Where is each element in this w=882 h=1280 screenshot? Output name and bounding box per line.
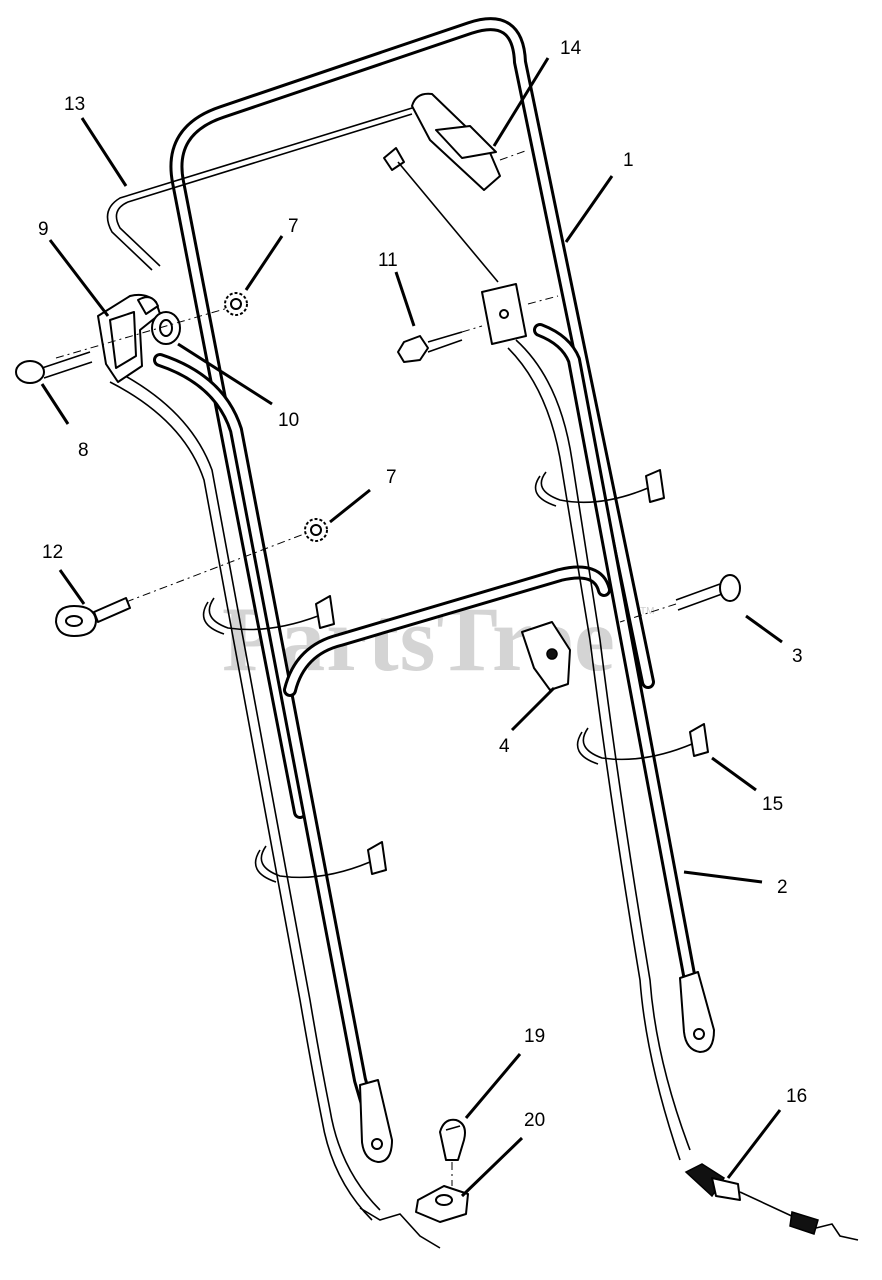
carriage-bolt-8 <box>15 351 93 384</box>
callout-14: 14 <box>560 38 582 59</box>
star-washer-7-upper <box>224 292 248 316</box>
lower-handle <box>153 323 715 1163</box>
leader-lines <box>40 57 783 1198</box>
screw-19 <box>439 1118 466 1186</box>
callout-19: 19 <box>524 1026 545 1047</box>
callout-3: 3 <box>792 646 803 667</box>
knob-4 <box>521 621 571 691</box>
callout-1: 1 <box>623 150 634 171</box>
star-washer-7-lower <box>304 518 328 542</box>
bolt-3 <box>619 574 741 623</box>
cable-clip-15-b <box>202 595 335 635</box>
upper-handle <box>169 17 655 819</box>
callout-4: 4 <box>499 736 510 757</box>
cable-clip-15-d <box>254 841 387 883</box>
callout-7-upper: 7 <box>288 216 299 237</box>
bracket-20 <box>415 1185 469 1223</box>
callout-9: 9 <box>38 219 49 240</box>
control-cable <box>117 371 381 1211</box>
cable-end-16 <box>684 1163 859 1241</box>
callout-12: 12 <box>42 542 63 563</box>
callout-10: 10 <box>278 410 299 431</box>
eye-bolt-12 <box>55 597 131 637</box>
cable-z-end <box>359 1207 441 1249</box>
washer-10 <box>151 311 181 345</box>
watermark-tm: TM <box>640 606 654 617</box>
drive-cable <box>515 339 691 1151</box>
cable-end <box>383 147 499 283</box>
bail-rod <box>106 103 441 271</box>
callout-2: 2 <box>777 877 788 898</box>
bolt-11 <box>397 331 463 363</box>
callout-15: 15 <box>762 794 783 815</box>
callout-16: 16 <box>786 1086 807 1107</box>
cable-clip <box>461 283 559 345</box>
callout-13: 13 <box>64 94 85 115</box>
cable-bracket <box>411 92 529 191</box>
cable-clip-15-a <box>534 469 665 507</box>
cable-clip-15-c <box>576 723 709 765</box>
clamp-bracket <box>97 293 161 383</box>
callout-20: 20 <box>524 1110 545 1131</box>
callout-8: 8 <box>78 440 89 461</box>
callout-11: 11 <box>378 250 398 271</box>
callout-7-lower: 7 <box>386 467 397 488</box>
